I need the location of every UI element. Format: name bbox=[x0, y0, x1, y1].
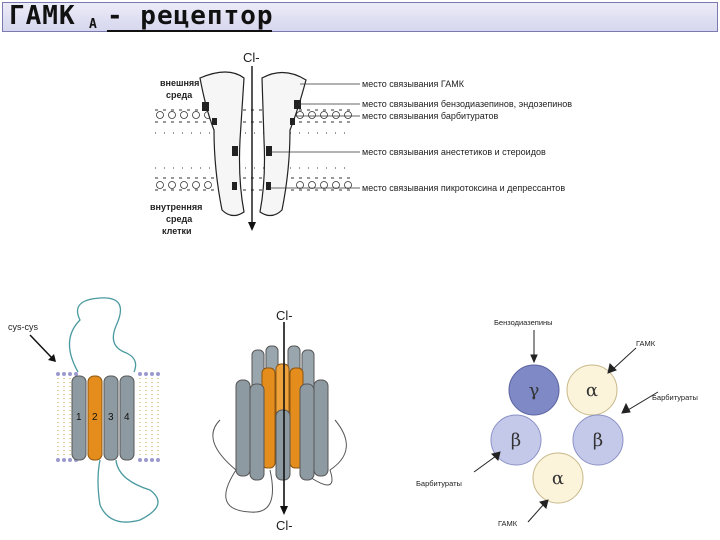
helix-4 bbox=[119, 375, 135, 461]
cys-cys-arrow bbox=[29, 334, 53, 359]
subunit-arrangement-diagram: γ α β β α Бензодиазепины ГАМК Барбитурат… bbox=[416, 318, 698, 528]
outer-medium-label-1: внешняя bbox=[160, 78, 199, 88]
cys-cys-label: cys-cys bbox=[8, 322, 38, 332]
receptor-right-subunit bbox=[259, 71, 307, 217]
ion-label-top: Cl- bbox=[243, 50, 260, 65]
site-label-picrotoxin: место связывания пикротоксина и депресса… bbox=[362, 183, 565, 193]
site-leader-lines bbox=[270, 83, 360, 189]
subunit-topology-diagram: 1 2 3 4 cys-cys bbox=[8, 297, 160, 523]
membrane-heads bbox=[56, 372, 160, 462]
subunit-alpha-bottom bbox=[532, 452, 584, 504]
pentamer-diagram: Cl- Cl- bbox=[212, 308, 347, 533]
subunit-gamma-label: γ bbox=[529, 380, 540, 401]
extracellular-loop bbox=[68, 297, 137, 373]
helix-label-4: 4 bbox=[124, 412, 130, 423]
helix-label-2: 2 bbox=[92, 412, 98, 423]
site-label-anesthetics: место связывания анестетиков и стероидов bbox=[362, 147, 546, 157]
helix-2 bbox=[87, 375, 103, 461]
subunit-alpha-top bbox=[566, 364, 618, 416]
subunit-beta-right bbox=[572, 414, 624, 466]
site-label-gaba: место связывания ГАМК bbox=[362, 79, 465, 89]
inner-medium-label-2: среда bbox=[166, 214, 193, 224]
subunit-alpha-bottom-label: α bbox=[552, 468, 564, 489]
title-underline bbox=[107, 30, 272, 32]
top-receptor-diagram: Cl- внешняя среда внутренняя среда клетк… bbox=[150, 50, 572, 236]
title-bar: ГАМК А - рецептор bbox=[2, 1, 718, 32]
subunit-alpha-top-label: α bbox=[586, 380, 598, 401]
intracellular-loop bbox=[97, 459, 159, 523]
label-barbiturates-right: Барбитураты bbox=[652, 393, 698, 402]
page-title-rest: - рецептор bbox=[107, 1, 274, 31]
label-gaba-top: ГАМК bbox=[636, 339, 656, 348]
pentamer-ion-top: Cl- bbox=[276, 308, 293, 323]
helix-1 bbox=[71, 375, 87, 461]
site-label-barbiturates: место связывания барбитуратов bbox=[362, 111, 499, 121]
outer-medium-label-2: среда bbox=[166, 90, 193, 100]
cys-cys-arrowhead bbox=[48, 354, 56, 362]
ligand-arrows bbox=[473, 330, 659, 523]
helix-label-1: 1 bbox=[76, 412, 82, 423]
pentamer-ion-bottom: Cl- bbox=[276, 518, 293, 533]
label-gaba-bottom: ГАМК bbox=[498, 519, 518, 528]
receptor-left-subunit bbox=[199, 71, 245, 217]
lipid-heads bbox=[156, 111, 352, 189]
chloride-flow-arrowhead bbox=[248, 222, 256, 231]
page-title-subscript: А bbox=[89, 17, 97, 32]
page-title: ГАМК bbox=[9, 1, 76, 31]
inner-medium-label-3: клетки bbox=[162, 226, 192, 236]
helix-3 bbox=[103, 375, 119, 461]
front-cylinders bbox=[235, 379, 329, 481]
label-barbiturates-left: Барбитураты bbox=[416, 479, 462, 488]
pentamer-loops bbox=[212, 419, 347, 513]
subunit-beta-left bbox=[490, 414, 542, 466]
subunit-gamma bbox=[508, 364, 560, 416]
inner-medium-label-1: внутренняя bbox=[150, 202, 202, 212]
site-label-benzodiazepines: место связывания бензодиазепинов, эндозе… bbox=[362, 99, 572, 109]
label-benzodiazepines: Бензодиазепины bbox=[494, 318, 553, 327]
binding-sites bbox=[202, 100, 301, 190]
helix-label-3: 3 bbox=[108, 412, 114, 423]
pentamer-arrowhead bbox=[280, 506, 288, 515]
subunit-beta-right-label: β bbox=[593, 430, 603, 451]
subunit-beta-left-label: β bbox=[511, 430, 521, 451]
